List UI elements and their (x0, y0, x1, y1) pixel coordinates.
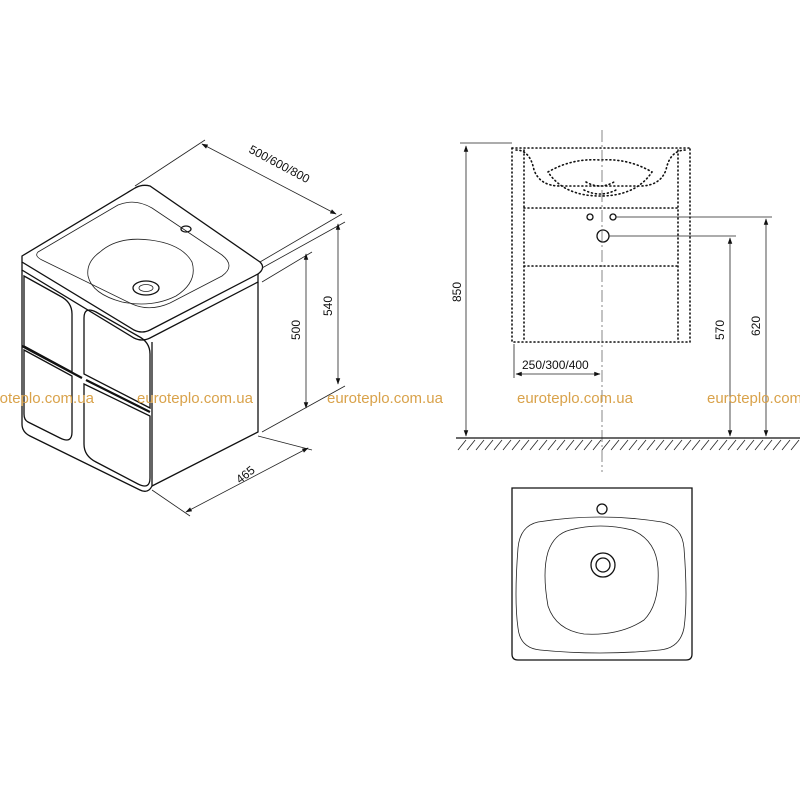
hatch-stroke (457, 439, 467, 451)
hatch-stroke (574, 439, 584, 451)
countertop-top (21, 184, 264, 333)
basin-outline-front (511, 147, 691, 343)
hatch-stroke (673, 439, 683, 451)
left-panel-top (23, 274, 73, 374)
hatch-stroke (547, 439, 557, 451)
plan-tap-hole-icon (596, 503, 608, 515)
hatch-stroke (736, 439, 746, 451)
dim-width-label: 500/600/800 (247, 142, 313, 186)
left-panel-bottom (23, 348, 73, 441)
cabinet-front (21, 270, 153, 492)
hatch-stroke (601, 439, 611, 451)
watermark-5: euroteplo.com.ua (707, 390, 800, 407)
hatch-stroke (655, 439, 665, 451)
hatch-stroke (754, 439, 764, 451)
hatch-stroke (628, 439, 638, 451)
watermark-3: euroteplo.com.ua (327, 390, 444, 407)
plan-drain-inner-icon (595, 557, 611, 573)
hatch-stroke (538, 439, 548, 451)
dim-drain-offset: 250/300/400 (513, 344, 601, 378)
dim-500: 500 (261, 251, 313, 409)
hatch-stroke (592, 439, 602, 451)
hatch-stroke (727, 439, 737, 451)
plan-drain-icon (590, 552, 616, 578)
plan-basin-bowl (544, 525, 659, 635)
hatch-stroke (610, 439, 620, 451)
hatch-stroke (493, 439, 503, 451)
hatch-stroke (565, 439, 575, 451)
basin-rim (36, 201, 230, 309)
dim-570-label: 570 (713, 320, 727, 340)
plan-outline (511, 487, 693, 661)
supply-hole-left-icon (586, 213, 594, 221)
hatch-stroke (682, 439, 692, 451)
tap-hole-icon (180, 225, 192, 233)
hatch-stroke (484, 439, 494, 451)
hatch-stroke (502, 439, 512, 451)
hatch-stroke (475, 439, 485, 451)
hatch-stroke (583, 439, 593, 451)
dim-465-label: 465 (233, 463, 258, 487)
hatch-stroke (529, 439, 539, 451)
supply-hole-right-icon (609, 213, 617, 221)
hatch-stroke (763, 439, 773, 451)
cabinet-side (151, 282, 259, 487)
dim-465: 465 (151, 435, 313, 517)
watermark-1: euroteplo.com.ua (0, 390, 95, 407)
hatch-stroke (556, 439, 566, 451)
hatch-stroke (466, 439, 476, 451)
hatch-stroke (781, 439, 791, 451)
right-door-top (83, 309, 151, 410)
hatch-stroke (664, 439, 674, 451)
dim-540-label: 540 (321, 296, 335, 316)
watermark-4: euroteplo.com.ua (517, 390, 634, 407)
basin-inner-profile (546, 158, 654, 197)
hatch-stroke (511, 439, 521, 451)
hatch-stroke (691, 439, 701, 451)
hatch-stroke (700, 439, 710, 451)
dim-620-label: 620 (749, 316, 763, 336)
watermark-2: euroteplo.com.ua (137, 390, 254, 407)
right-door-bottom (83, 382, 151, 487)
hatch-stroke (619, 439, 629, 451)
hatch-stroke (745, 439, 755, 451)
dim-570: 570 (609, 235, 736, 437)
countertop-edge (21, 262, 259, 341)
floor-hatch (457, 439, 800, 451)
dim-500-label: 500 (289, 320, 303, 340)
dim-620: 620 (616, 216, 772, 437)
hatch-stroke (637, 439, 647, 451)
drain-icon (132, 280, 160, 296)
hatch-stroke (646, 439, 656, 451)
drain-inner-icon (138, 284, 154, 292)
basin-bowl (87, 238, 194, 305)
front-elevation: 850 250/300/400 570 620 (450, 130, 800, 472)
hatch-stroke (718, 439, 728, 451)
handle-slot-2 (85, 379, 151, 413)
dim-540: 540 (261, 221, 346, 433)
hatch-stroke (772, 439, 782, 451)
dim-drain-offset-label: 250/300/400 (522, 358, 589, 372)
hatch-stroke (790, 439, 800, 451)
plan-basin-rim (515, 516, 687, 654)
handle-slot (21, 345, 83, 379)
watermarks: euroteplo.com.ua euroteplo.com.ua eurote… (0, 390, 800, 407)
basin-bottom (583, 189, 617, 195)
dim-850: 850 (450, 142, 512, 437)
drain-pipe-icon (596, 229, 610, 243)
plan-view (511, 487, 693, 661)
isometric-view: 500/600/800 540 500 465 (21, 139, 346, 517)
hatch-stroke (709, 439, 719, 451)
hatch-stroke (520, 439, 530, 451)
dim-850-label: 850 (450, 282, 464, 302)
basin-bowl-profile (515, 149, 687, 187)
